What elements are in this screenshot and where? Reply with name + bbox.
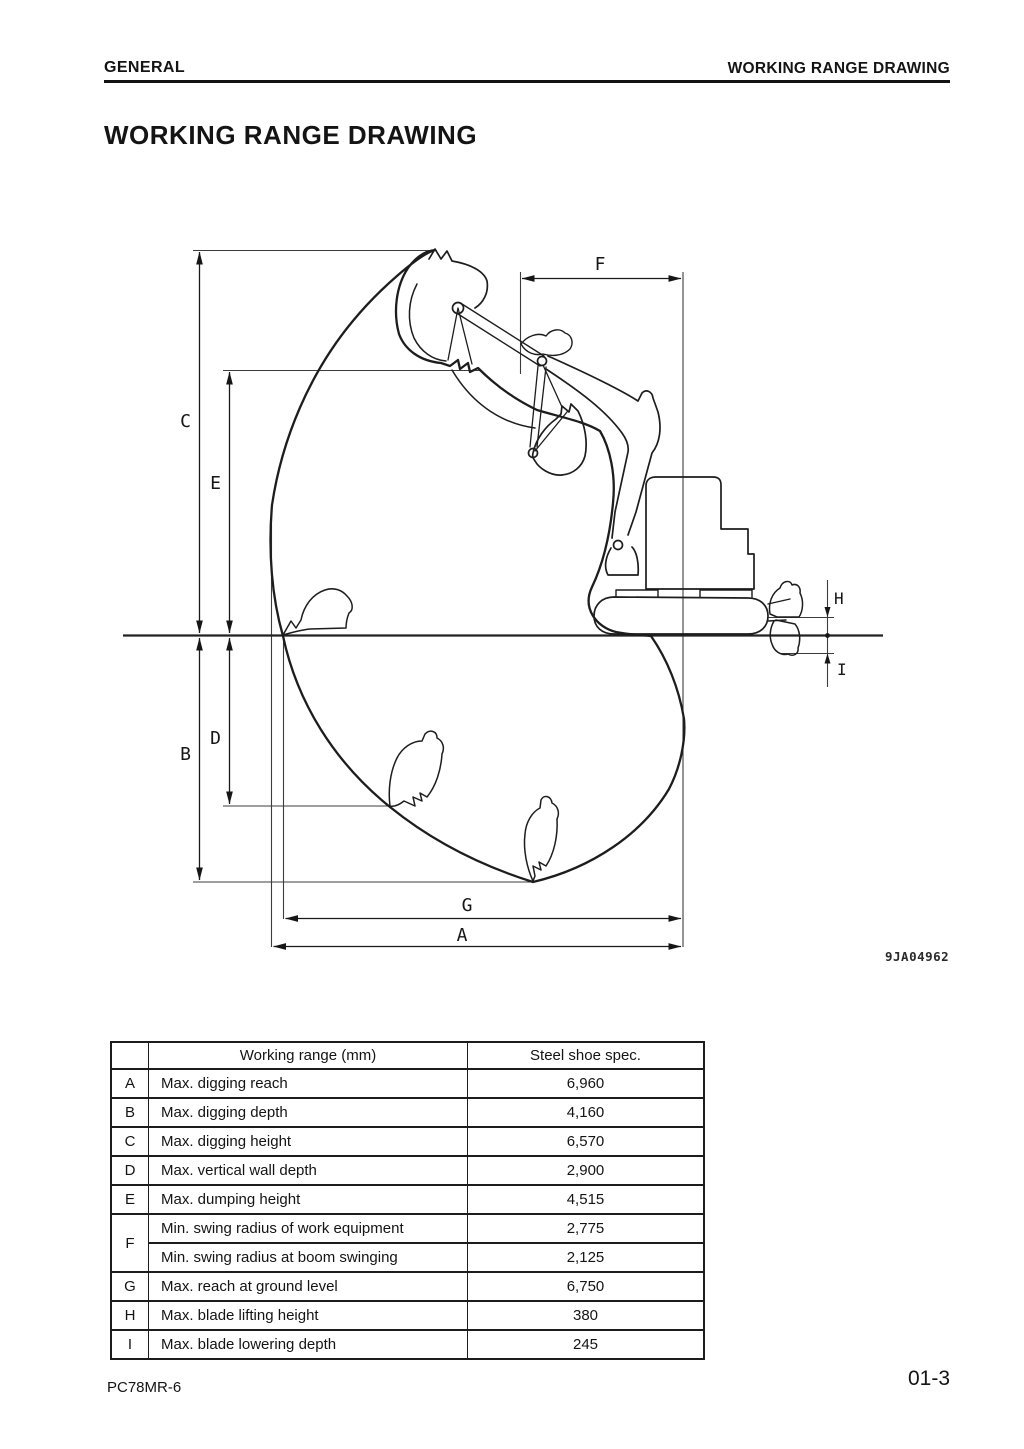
row-value: 6,570 xyxy=(467,1126,705,1157)
row-value: 4,515 xyxy=(467,1184,705,1215)
row-value: 2,900 xyxy=(467,1155,705,1186)
row-value: 2,775 xyxy=(467,1213,705,1244)
table-row: E Max. dumping height 4,515 xyxy=(110,1184,705,1215)
bucket-ground-position xyxy=(282,588,353,636)
linkage-bellcrank xyxy=(520,329,573,357)
label-d: D xyxy=(210,728,221,749)
row-value: 380 xyxy=(467,1300,705,1331)
row-letter: B xyxy=(110,1097,149,1128)
table-row: C Max. digging height 6,570 xyxy=(110,1126,705,1157)
label-f: F xyxy=(595,254,606,275)
row-value: 2,125 xyxy=(467,1242,705,1273)
table-row: F Min. swing radius of work equipment 2,… xyxy=(110,1213,705,1273)
row-letter: F xyxy=(110,1213,149,1273)
table-row: B Max. digging depth 4,160 xyxy=(110,1097,705,1128)
bucket-max-depth-position xyxy=(523,795,560,882)
reference-lines xyxy=(193,249,834,947)
swing-arc xyxy=(451,369,536,429)
label-g: G xyxy=(462,895,473,916)
row-label: Max. digging height xyxy=(148,1126,468,1157)
label-i: I xyxy=(837,660,847,679)
row-letter: E xyxy=(110,1184,149,1215)
cab-outline xyxy=(645,476,755,590)
bucket-top-inner xyxy=(408,283,447,362)
label-h: H xyxy=(834,589,844,608)
footer-model-number: PC78MR-6 xyxy=(107,1379,182,1396)
label-b: B xyxy=(180,744,191,765)
row-label: Min. swing radius of work equipment xyxy=(148,1213,468,1244)
figure-number: 9JA04962 xyxy=(885,949,949,964)
label-a: A xyxy=(457,925,468,946)
bucket-swing-position xyxy=(531,403,588,476)
footer-page-number: 01-3 xyxy=(907,1367,950,1390)
label-e: E xyxy=(210,473,221,494)
header-chapter-label: WORKING RANGE DRAWING xyxy=(727,60,950,77)
row-value: 245 xyxy=(467,1329,705,1360)
table-row: H Max. blade lifting height 380 xyxy=(110,1300,705,1331)
header-range-cell: Working range (mm) xyxy=(148,1041,468,1070)
row-letter: G xyxy=(110,1271,149,1302)
header-section-label: GENERAL xyxy=(104,59,186,76)
boom-foot-pivot xyxy=(612,539,624,551)
row-label: Max. blade lowering depth xyxy=(148,1329,468,1360)
table-row: A Max. digging reach 6,960 xyxy=(110,1068,705,1099)
row-letter: C xyxy=(110,1126,149,1157)
row-letter: A xyxy=(110,1068,149,1099)
row-label: Max. dumping height xyxy=(148,1184,468,1215)
row-label: Max. reach at ground level xyxy=(148,1271,468,1302)
row-value: 6,960 xyxy=(467,1068,705,1099)
table-row: Min. swing radius at boom swinging 2,125 xyxy=(111,1242,705,1273)
bucket-wall-depth-position xyxy=(388,730,445,807)
row-label: Min. swing radius at boom swinging xyxy=(148,1242,468,1273)
dimension-lines xyxy=(196,251,682,950)
header-letter-cell xyxy=(110,1041,149,1070)
row-label: Max. blade lifting height xyxy=(148,1300,468,1331)
header-spec-cell: Steel shoe spec. xyxy=(467,1041,705,1070)
blade-raised xyxy=(768,580,804,618)
table-row: D Max. vertical wall depth 2,900 xyxy=(110,1155,705,1186)
page-title: WORKING RANGE DRAWING xyxy=(104,120,478,150)
row-value: 4,160 xyxy=(467,1097,705,1128)
table-row: I Max. blade lowering depth 245 xyxy=(110,1329,705,1360)
track-outline xyxy=(593,596,769,635)
working-envelope xyxy=(269,248,686,884)
table-header-row: Working range (mm) Steel shoe spec. xyxy=(110,1041,705,1070)
row-letter: I xyxy=(110,1329,149,1360)
dimension-labels: C E B D F G A H I 9JA04962 xyxy=(180,254,949,964)
excavator-silhouette xyxy=(282,248,804,882)
row-label: Max. digging reach xyxy=(148,1068,468,1099)
label-c: C xyxy=(180,411,191,432)
blade-lowered xyxy=(769,619,801,656)
row-label: Max. vertical wall depth xyxy=(148,1155,468,1186)
row-letter: D xyxy=(110,1155,149,1186)
bucket-top-teeth xyxy=(428,248,489,309)
header-rule xyxy=(104,80,950,83)
row-value: 6,750 xyxy=(467,1271,705,1302)
row-letter: H xyxy=(110,1300,149,1331)
working-range-table: Working range (mm) Steel shoe spec. A Ma… xyxy=(110,1041,705,1360)
table-row: G Max. reach at ground level 6,750 xyxy=(110,1271,705,1302)
blade-dimension-marks xyxy=(824,607,831,664)
row-label: Max. digging depth xyxy=(148,1097,468,1128)
